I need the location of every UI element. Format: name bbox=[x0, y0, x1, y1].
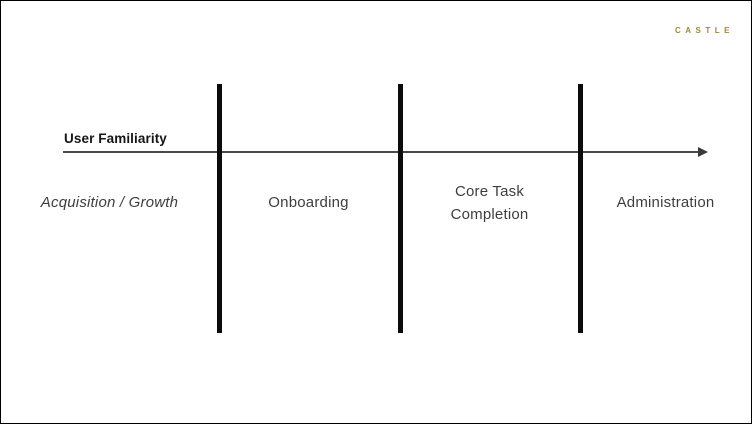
stage-divider-2 bbox=[398, 84, 403, 333]
stage-divider-1 bbox=[217, 84, 222, 333]
user-familiarity-axis-line bbox=[63, 151, 699, 154]
castle-brand-logo: CASTLE bbox=[675, 26, 734, 35]
stage-label-acquisition-growth: Acquisition / Growth bbox=[40, 194, 179, 212]
arrow-right-icon bbox=[698, 147, 708, 157]
axis-label-user-familiarity: User Familiarity bbox=[64, 131, 167, 146]
stage-label-core-task-completion: Core Task Completion bbox=[450, 182, 529, 223]
stage-label-administration: Administration bbox=[616, 194, 715, 212]
stage-divider-3 bbox=[578, 84, 583, 333]
stage-label-onboarding: Onboarding bbox=[268, 194, 349, 212]
